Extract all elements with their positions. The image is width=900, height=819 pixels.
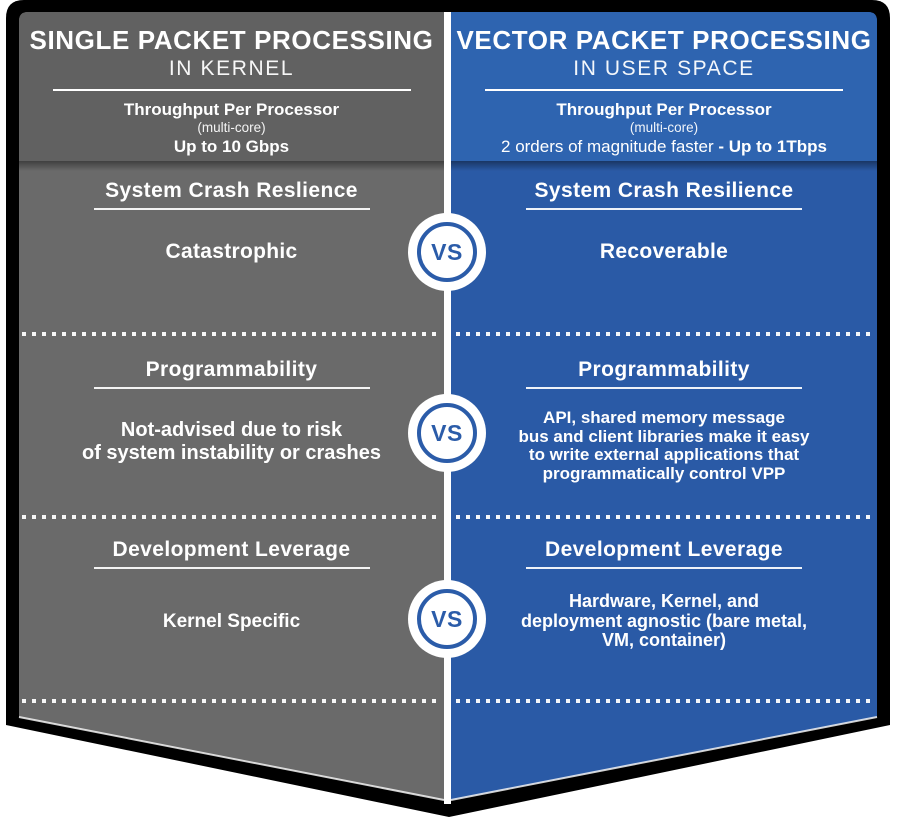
right-panel-title: VECTOR PACKET PROCESSING: [456, 25, 872, 55]
right-row-heading-development: Development Leverage: [545, 538, 783, 561]
heading-underline: [451, 567, 877, 569]
left-row-heading-crash: System Crash Reslience: [105, 179, 358, 202]
heading-underline: [19, 208, 444, 210]
right-row-body-crash: Recoverable: [599, 240, 729, 263]
left-bottom-edge: [18, 716, 445, 801]
left-row-body-crash: Catastrophic: [165, 240, 298, 263]
left-throughput-note: (multi-core): [197, 120, 266, 135]
heading-underline: [19, 567, 444, 569]
left-panel-title: SINGLE PACKET PROCESSING: [29, 25, 434, 55]
right-header-underline: [485, 89, 843, 91]
body-line: Not-advised due to risk: [120, 419, 343, 441]
right-throughput-label: Throughput Per Processor: [556, 100, 772, 119]
right-row-body-development: Hardware, Kernel, and deployment agnosti…: [451, 591, 877, 651]
right-row-heading-crash: System Crash Resilience: [534, 179, 794, 202]
heading-underline: [451, 208, 877, 210]
throughput-bold-value: - Up to 1Tbps: [718, 137, 827, 156]
body-line: to write external applications that: [528, 445, 800, 465]
left-header-band: [19, 12, 444, 161]
left-header: SINGLE PACKET PROCESSING IN KERNEL Throu…: [19, 24, 444, 158]
heading-underline: [19, 387, 444, 389]
left-row-heading-programmability: Programmability: [145, 358, 318, 381]
left-throughput-label: Throughput Per Processor: [123, 100, 340, 119]
body-line: of system instability or crashes: [81, 442, 381, 464]
dotted-separator: [456, 332, 873, 336]
dotted-separator: [22, 515, 438, 519]
dotted-separator: [22, 699, 438, 703]
heading-underline: [451, 387, 877, 389]
body-line: Hardware, Kernel, and: [568, 591, 760, 611]
right-throughput-value: 2 orders of magnitude faster - Up to 1Tb…: [451, 135, 877, 158]
right-header-band: [451, 12, 877, 161]
vs-badge: VS: [408, 213, 486, 291]
left-column: SINGLE PACKET PROCESSING IN KERNEL Throu…: [19, 0, 444, 819]
right-row-heading-programmability: Programmability: [578, 358, 750, 381]
left-throughput-value: Up to 10 Gbps: [173, 137, 290, 156]
body-line: programmatically control VPP: [542, 463, 786, 483]
right-panel-subtitle: IN USER SPACE: [573, 57, 755, 80]
left-row-heading-development: Development Leverage: [112, 538, 351, 561]
dotted-separator: [456, 699, 873, 703]
vs-label: VS: [417, 222, 477, 282]
left-header-underline: [52, 89, 411, 91]
right-throughput-note: (multi-core): [629, 120, 699, 135]
left-row-body-development: Kernel Specific: [162, 611, 301, 632]
body-line: deployment agnostic (bare metal,: [520, 610, 808, 631]
vs-badge: VS: [408, 580, 486, 658]
body-line: bus and client libraries make it easy: [518, 426, 810, 446]
left-panel-subtitle: IN KERNEL: [168, 57, 295, 80]
right-column: VECTOR PACKET PROCESSING IN USER SPACE T…: [451, 0, 877, 819]
right-bottom-edge: [450, 716, 878, 801]
right-header: VECTOR PACKET PROCESSING IN USER SPACE T…: [451, 24, 877, 158]
vs-label: VS: [417, 589, 477, 649]
body-line: API, shared memory message: [543, 408, 785, 427]
dotted-separator: [22, 332, 438, 336]
right-row-body-programmability: API, shared memory message bus and clien…: [451, 408, 877, 483]
body-line: VM, container): [601, 630, 726, 650]
left-row-body-programmability: Not-advised due to risk of system instab…: [19, 419, 444, 465]
dotted-separator: [456, 515, 873, 519]
vs-badge: VS: [408, 394, 486, 472]
throughput-prefix: 2 orders of magnitude faster: [501, 137, 714, 156]
vs-label: VS: [417, 403, 477, 463]
